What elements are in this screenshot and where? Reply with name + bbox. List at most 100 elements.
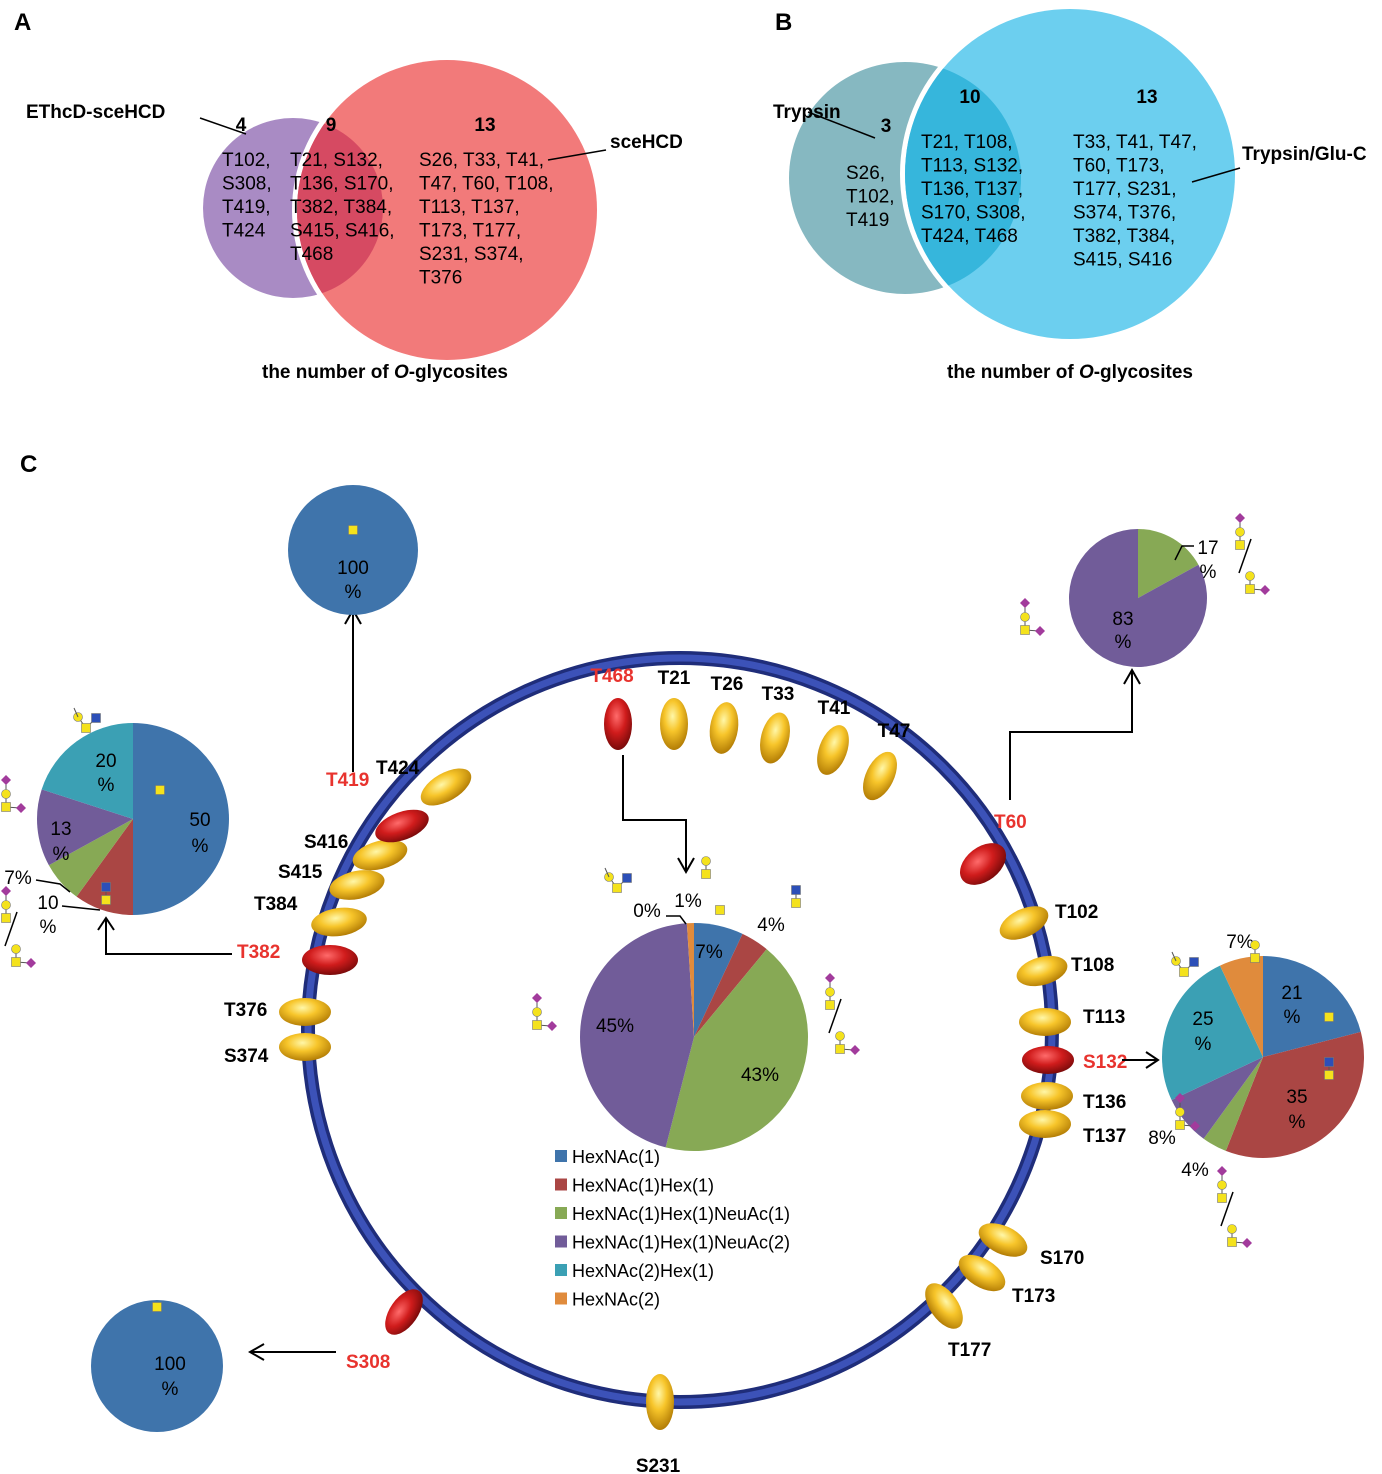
venn-b-left-leader (807, 111, 876, 139)
pie-t468-slice-hexnac1 (694, 923, 743, 1037)
site-label-t376: T376 (224, 1000, 267, 1021)
pie-t382-slice-hexnac1hex1neuac1 (48, 819, 133, 897)
arrowhead-t468 (677, 857, 695, 875)
glycosite-markers (279, 698, 1074, 1430)
pie-t468-label-hexnac1: 7% (695, 942, 723, 963)
pie-connectors (97, 607, 1160, 1361)
neuac-diamond-icon (26, 958, 36, 968)
legend-label-hexnac2: HexNAc(2) (572, 1290, 660, 1310)
pie-t419-label-pct: % (345, 582, 362, 603)
legend-swatch-hexnac1hex1neuac1 (555, 1207, 567, 1219)
glcnac-square-icon (1324, 1057, 1334, 1067)
hexnac-square-icon (348, 525, 358, 535)
site-label-s170: S170 (1040, 1248, 1084, 1269)
site-label-t41: T41 (818, 698, 851, 719)
site-label-s231: S231 (636, 1456, 681, 1474)
pie-t468-labels: 7% 4% 43% 45% 0% 1% (596, 891, 785, 1086)
hexnac-square-icon (715, 905, 725, 915)
hexnac-square-icon (791, 898, 801, 908)
glycan-slash (4, 911, 18, 947)
site-label-t382: T382 (237, 942, 280, 963)
pie-t382-slice-hexnac1hex1 (76, 819, 133, 915)
pie-t382-leader-neuac1 (35, 879, 71, 893)
pie-t382-leader-hexnac1hex1 (61, 905, 101, 911)
arrowhead-t382 (97, 916, 115, 931)
pie-t382-label-hexnac1hex1-num: 10 (37, 893, 58, 914)
arrow-t382 (105, 920, 232, 955)
site-entry: T173, T177, (419, 221, 521, 242)
neuac-diamond-icon (1217, 1166, 1227, 1176)
neuac-diamond-icon (547, 1021, 557, 1031)
site-label-s132: S132 (1083, 1052, 1127, 1073)
neuac-diamond-icon (1, 886, 11, 896)
pie-t60-label-neuac1-pct: % (1200, 562, 1217, 583)
venn-a-overlap-list: T21, S132,T136, S170,T382, T384,S415, S4… (290, 150, 395, 265)
glcnac-square-icon (91, 713, 101, 723)
glycan-link (1171, 951, 1177, 962)
site-label-s416: S416 (304, 832, 348, 853)
venn-a-right-leader (547, 149, 607, 161)
arrow-t60 (1009, 672, 1133, 800)
legend-label-hexnac1: HexNAc(1) (572, 1147, 660, 1167)
site-marker-t113 (1019, 1008, 1071, 1036)
site-marker-t468 (604, 698, 632, 750)
panel-b: B Trypsin Trypsin/Glu-C 3 10 13 S26,T102… (773, 4, 1367, 383)
hexnac-square-icon (701, 869, 711, 879)
venn-a-footer: the number of O-glycosites (262, 362, 508, 383)
hexnac-square-icon (1245, 584, 1255, 594)
site-entry: S374, T376, (1073, 203, 1176, 224)
panel-c-letter: C (20, 451, 37, 478)
site-entry: T33, T41, T47, (1073, 132, 1197, 153)
site-entry: T419 (846, 210, 889, 231)
site-marker-t21 (660, 698, 688, 750)
pie-t382-label-neuac2-num: 13 (50, 819, 71, 840)
panel-b-letter: B (775, 9, 792, 36)
pie-t382-label-hexnac2hex1-num: 20 (95, 751, 116, 772)
glycan-legend: HexNAc(1)HexNAc(1)Hex(1)HexNAc(1)Hex(1)N… (555, 1147, 790, 1310)
site-entry: T60, T173, (1073, 156, 1165, 177)
pie-t468-slice-hexnac1hex1neuac2 (580, 923, 694, 1148)
hex-circle-icon (1250, 940, 1260, 950)
site-label-t21: T21 (658, 668, 691, 689)
glcnac-square-icon (1189, 957, 1199, 967)
site-label-t177: T177 (948, 1340, 991, 1361)
hexnac-square-icon (1324, 1070, 1334, 1080)
site-entry: S415, S416, (290, 221, 395, 242)
hexnac-square-icon (1324, 1012, 1334, 1022)
hexnac-square-icon (1235, 540, 1245, 550)
glycan-link (73, 707, 79, 718)
pie-t468-label-hexnac1hex1: 4% (757, 915, 785, 936)
hex-circle-icon (1217, 1180, 1227, 1190)
site-entry: T113, S132, (921, 156, 1023, 177)
site-entry: T136, T137, (921, 179, 1023, 200)
site-marker-t173 (958, 1254, 1006, 1292)
pie-s308 (91, 1300, 223, 1432)
site-entry: S231, S374, (419, 244, 524, 265)
pie-t60-leader (1174, 545, 1194, 561)
pie-t468-slice-hexnac1hex1 (694, 933, 767, 1037)
hex-circle-icon (1245, 571, 1255, 581)
hex-circle-icon (532, 1007, 542, 1017)
site-marker-t47 (863, 751, 897, 801)
site-label-t33: T33 (762, 684, 795, 705)
site-entry: T113, T137, (419, 197, 520, 218)
site-label-t424: T424 (376, 758, 420, 779)
legend-swatch-hexnac1hex1 (555, 1178, 567, 1191)
site-marker-s415 (329, 870, 385, 900)
legend-swatch-hexnac2hex1 (555, 1264, 567, 1276)
pie-t468-label-hexnac2hex1: 0% (633, 901, 661, 922)
pie-t468-label-neuac1: 43% (741, 1065, 779, 1086)
site-label-t384: T384 (254, 894, 298, 915)
venn-b-right-count: 13 (1136, 87, 1157, 108)
hexnac-square-icon (1, 913, 11, 923)
pie-t468-label-hexnac2: 1% (674, 891, 702, 912)
pie-t468-leader (666, 915, 687, 925)
venn-a-overlap-count: 9 (326, 115, 337, 136)
pie-s308-slice-hexnac1 (91, 1300, 223, 1432)
glycan-link (604, 867, 610, 878)
hexnac-square-icon (155, 785, 165, 795)
site-entry: T382, T384, (1073, 226, 1175, 247)
hexnac-square-icon (532, 1020, 542, 1030)
legend-label-hexnac2hex1: HexNAc(2)Hex(1) (572, 1261, 714, 1281)
site-entry: T424 (222, 221, 266, 242)
